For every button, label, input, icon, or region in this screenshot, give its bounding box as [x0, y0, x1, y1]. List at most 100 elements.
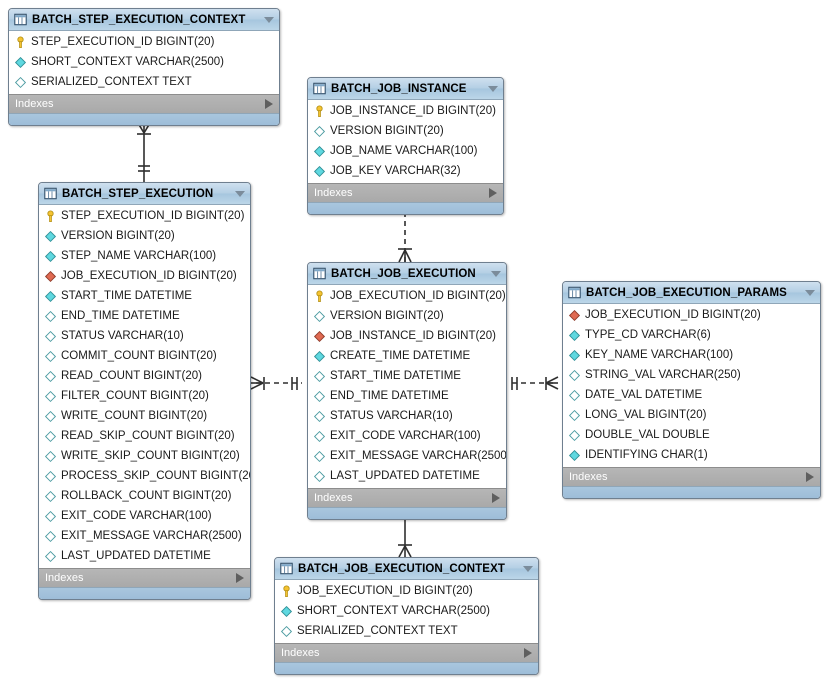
- column-list: JOB_EXECUTION_ID BIGINT(20)TYPE_CD VARCH…: [563, 304, 820, 467]
- column-row[interactable]: STEP_EXECUTION_ID BIGINT(20): [39, 206, 250, 226]
- indexes-section[interactable]: Indexes: [308, 183, 503, 202]
- column-row[interactable]: ROLLBACK_COUNT BIGINT(20): [39, 486, 250, 506]
- chevron-down-icon[interactable]: [523, 565, 533, 572]
- chevron-down-icon[interactable]: [488, 85, 498, 92]
- column-row[interactable]: EXIT_CODE VARCHAR(100): [308, 426, 506, 446]
- column-row[interactable]: DOUBLE_VAL DOUBLE: [563, 425, 820, 445]
- triangle-right-icon[interactable]: [492, 493, 500, 503]
- column-row[interactable]: LONG_VAL BIGINT(20): [563, 405, 820, 425]
- column-row[interactable]: JOB_INSTANCE_ID BIGINT(20): [308, 101, 503, 121]
- column-row[interactable]: EXIT_MESSAGE VARCHAR(2500): [308, 446, 506, 466]
- column-row[interactable]: COMMIT_COUNT BIGINT(20): [39, 346, 250, 366]
- nullable-diamond-icon: [568, 429, 581, 441]
- indexes-label: Indexes: [314, 187, 353, 199]
- column-label: LAST_UPDATED DATETIME: [330, 470, 480, 482]
- column-row[interactable]: EXIT_CODE VARCHAR(100): [39, 506, 250, 526]
- triangle-right-icon[interactable]: [524, 648, 532, 658]
- column-row[interactable]: KEY_NAME VARCHAR(100): [563, 345, 820, 365]
- indexes-section[interactable]: Indexes: [563, 467, 820, 486]
- column-row[interactable]: TYPE_CD VARCHAR(6): [563, 325, 820, 345]
- column-row[interactable]: JOB_INSTANCE_ID BIGINT(20): [308, 326, 506, 346]
- column-row[interactable]: STATUS VARCHAR(10): [39, 326, 250, 346]
- triangle-right-icon[interactable]: [489, 188, 497, 198]
- table-footer-bar: [563, 486, 820, 498]
- column-label: JOB_EXECUTION_ID BIGINT(20): [61, 270, 237, 282]
- column-label: PROCESS_SKIP_COUNT BIGINT(20): [61, 470, 251, 482]
- column-row[interactable]: START_TIME DATETIME: [308, 366, 506, 386]
- column-row[interactable]: FILTER_COUNT BIGINT(20): [39, 386, 250, 406]
- column-row[interactable]: JOB_KEY VARCHAR(32): [308, 161, 503, 181]
- column-row[interactable]: START_TIME DATETIME: [39, 286, 250, 306]
- pk-key-icon: [316, 104, 323, 117]
- column-label: WRITE_COUNT BIGINT(20): [61, 410, 208, 422]
- column-row[interactable]: WRITE_COUNT BIGINT(20): [39, 406, 250, 426]
- column-row[interactable]: IDENTIFYING CHAR(1): [563, 445, 820, 465]
- column-row[interactable]: JOB_EXECUTION_ID BIGINT(20): [39, 266, 250, 286]
- column-label: READ_SKIP_COUNT BIGINT(20): [61, 430, 235, 442]
- column-list: STEP_EXECUTION_ID BIGINT(20)VERSION BIGI…: [39, 205, 250, 568]
- nullable-diamond-icon: [313, 310, 326, 322]
- column-row[interactable]: SHORT_CONTEXT VARCHAR(2500): [275, 601, 538, 621]
- column-row[interactable]: VERSION BIGINT(20): [39, 226, 250, 246]
- chevron-down-icon[interactable]: [491, 270, 501, 277]
- indexes-section[interactable]: Indexes: [275, 643, 538, 662]
- column-label: EXIT_MESSAGE VARCHAR(2500): [330, 450, 507, 462]
- column-row[interactable]: SERIALIZED_CONTEXT TEXT: [275, 621, 538, 641]
- chevron-down-icon[interactable]: [235, 190, 245, 197]
- column-row[interactable]: READ_COUNT BIGINT(20): [39, 366, 250, 386]
- column-row[interactable]: STATUS VARCHAR(10): [308, 406, 506, 426]
- column-row[interactable]: JOB_EXECUTION_ID BIGINT(20): [308, 286, 506, 306]
- column-row[interactable]: JOB_NAME VARCHAR(100): [308, 141, 503, 161]
- column-label: JOB_KEY VARCHAR(32): [330, 165, 461, 177]
- column-row[interactable]: STRING_VAL VARCHAR(250): [563, 365, 820, 385]
- column-row[interactable]: CREATE_TIME DATETIME: [308, 346, 506, 366]
- nullable-diamond-icon: [44, 410, 57, 422]
- triangle-right-icon[interactable]: [806, 472, 814, 482]
- column-label: READ_COUNT BIGINT(20): [61, 370, 203, 382]
- column-row[interactable]: LAST_UPDATED DATETIME: [39, 546, 250, 566]
- table-icon: [313, 82, 326, 95]
- indexes-section[interactable]: Indexes: [308, 488, 506, 507]
- column-row[interactable]: PROCESS_SKIP_COUNT BIGINT(20): [39, 466, 250, 486]
- table-title-bar[interactable]: BATCH_STEP_EXECUTION: [39, 183, 250, 205]
- table-title-bar[interactable]: BATCH_JOB_INSTANCE: [308, 78, 503, 100]
- column-row[interactable]: READ_SKIP_COUNT BIGINT(20): [39, 426, 250, 446]
- chevron-down-icon[interactable]: [264, 16, 274, 23]
- table-title-bar[interactable]: BATCH_STEP_EXECUTION_CONTEXT: [9, 9, 279, 31]
- column-row[interactable]: LAST_UPDATED DATETIME: [308, 466, 506, 486]
- column-row[interactable]: VERSION BIGINT(20): [308, 306, 506, 326]
- column-row[interactable]: EXIT_MESSAGE VARCHAR(2500): [39, 526, 250, 546]
- column-row[interactable]: SHORT_CONTEXT VARCHAR(2500): [9, 52, 279, 72]
- nullable-diamond-icon: [44, 470, 57, 482]
- column-row[interactable]: END_TIME DATETIME: [39, 306, 250, 326]
- chevron-down-icon[interactable]: [805, 289, 815, 296]
- column-label: VERSION BIGINT(20): [330, 125, 444, 137]
- column-row[interactable]: WRITE_SKIP_COUNT BIGINT(20): [39, 446, 250, 466]
- column-row[interactable]: DATE_VAL DATETIME: [563, 385, 820, 405]
- indexes-section[interactable]: Indexes: [9, 94, 279, 113]
- nullable-diamond-icon: [44, 510, 57, 522]
- column-row[interactable]: STEP_EXECUTION_ID BIGINT(20): [9, 32, 279, 52]
- table-title-bar[interactable]: BATCH_JOB_EXECUTION_CONTEXT: [275, 558, 538, 580]
- triangle-right-icon[interactable]: [236, 573, 244, 583]
- indexes-label: Indexes: [45, 572, 84, 584]
- table-title-bar[interactable]: BATCH_JOB_EXECUTION: [308, 263, 506, 285]
- triangle-right-icon[interactable]: [265, 99, 273, 109]
- not-null-diamond-icon: [568, 349, 581, 361]
- column-row[interactable]: VERSION BIGINT(20): [308, 121, 503, 141]
- table-batch-job-instance[interactable]: BATCH_JOB_INSTANCE JOB_INSTANCE_ID BIGINT…: [307, 77, 504, 215]
- column-row[interactable]: END_TIME DATETIME: [308, 386, 506, 406]
- column-row[interactable]: SERIALIZED_CONTEXT TEXT: [9, 72, 279, 92]
- column-row[interactable]: STEP_NAME VARCHAR(100): [39, 246, 250, 266]
- indexes-section[interactable]: Indexes: [39, 568, 250, 587]
- column-row[interactable]: JOB_EXECUTION_ID BIGINT(20): [563, 305, 820, 325]
- column-row[interactable]: JOB_EXECUTION_ID BIGINT(20): [275, 581, 538, 601]
- table-title-bar[interactable]: BATCH_JOB_EXECUTION_PARAMS: [563, 282, 820, 304]
- column-label: JOB_INSTANCE_ID BIGINT(20): [330, 105, 496, 117]
